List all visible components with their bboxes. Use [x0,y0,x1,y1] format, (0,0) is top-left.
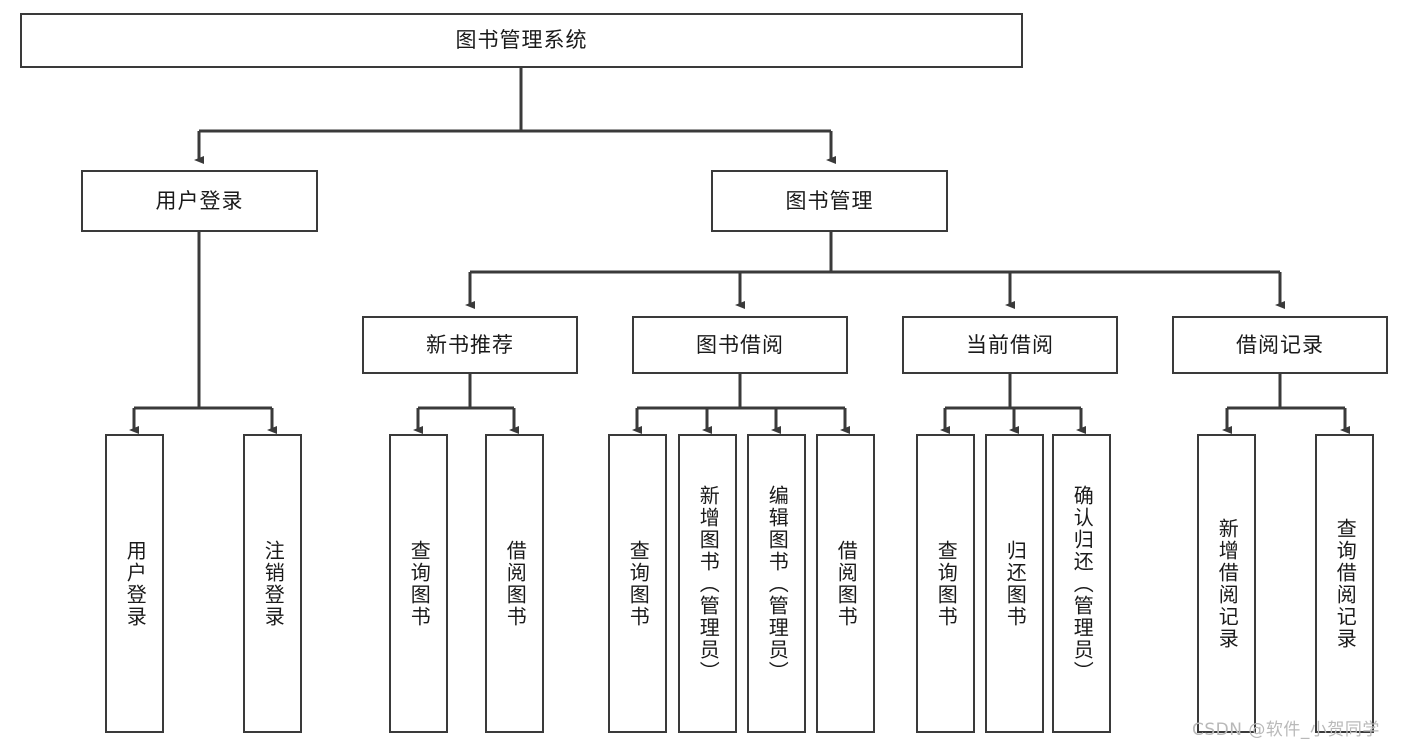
leaf-return-book-label: 归还图书 [1003,539,1028,628]
node-book-manage[interactable]: 图书管理 [711,170,948,232]
leaf-query-book-3-label: 查询图书 [934,539,959,628]
leaf-add-book-admin-label: 新增图书（管理员） [696,484,721,683]
leaf-query-book-3[interactable]: 查询图书 [916,434,975,733]
leaf-query-book-1[interactable]: 查询图书 [389,434,448,733]
node-root[interactable]: 图书管理系统 [20,13,1023,68]
leaf-confirm-return-admin[interactable]: 确认归还（管理员） [1052,434,1111,733]
leaf-query-book-1-label: 查询图书 [407,539,432,628]
leaf-logout-login-label: 注销登录 [261,539,286,628]
leaf-return-book[interactable]: 归还图书 [985,434,1044,733]
node-book-borrow[interactable]: 图书借阅 [632,316,848,374]
node-borrow-record[interactable]: 借阅记录 [1172,316,1388,374]
leaf-logout-login[interactable]: 注销登录 [243,434,302,733]
node-user-login[interactable]: 用户登录 [81,170,318,232]
leaf-query-borrow-record[interactable]: 查询借阅记录 [1315,434,1374,733]
leaf-query-book-2[interactable]: 查询图书 [608,434,667,733]
node-user-login-label: 用户登录 [155,188,244,213]
leaf-add-borrow-record-label: 新增借阅记录 [1215,517,1240,650]
node-root-label: 图书管理系统 [455,28,588,53]
leaf-query-book-2-label: 查询图书 [626,539,651,628]
leaf-borrow-book-1-label: 借阅图书 [503,539,528,628]
node-borrow-record-label: 借阅记录 [1236,332,1324,357]
leaf-user-login[interactable]: 用户登录 [105,434,164,733]
node-new-book-recommend[interactable]: 新书推荐 [362,316,578,374]
leaf-add-book-admin[interactable]: 新增图书（管理员） [678,434,737,733]
leaf-add-borrow-record[interactable]: 新增借阅记录 [1197,434,1256,733]
leaf-user-login-label: 用户登录 [123,539,148,628]
node-current-borrow[interactable]: 当前借阅 [902,316,1118,374]
leaf-borrow-book-2-label: 借阅图书 [834,539,859,628]
csdn-watermark: CSDN @软件_小贺同学 [1192,720,1380,740]
leaf-edit-book-admin-label: 编辑图书（管理员） [765,484,790,683]
leaf-borrow-book-2[interactable]: 借阅图书 [816,434,875,733]
node-book-manage-label: 图书管理 [785,188,874,213]
leaf-query-borrow-record-label: 查询借阅记录 [1333,517,1358,650]
node-new-book-recommend-label: 新书推荐 [426,332,514,357]
leaf-confirm-return-admin-label: 确认归还（管理员） [1070,484,1095,683]
node-book-borrow-label: 图书借阅 [696,332,784,357]
leaf-borrow-book-1[interactable]: 借阅图书 [485,434,544,733]
leaf-edit-book-admin[interactable]: 编辑图书（管理员） [747,434,806,733]
node-current-borrow-label: 当前借阅 [966,332,1054,357]
